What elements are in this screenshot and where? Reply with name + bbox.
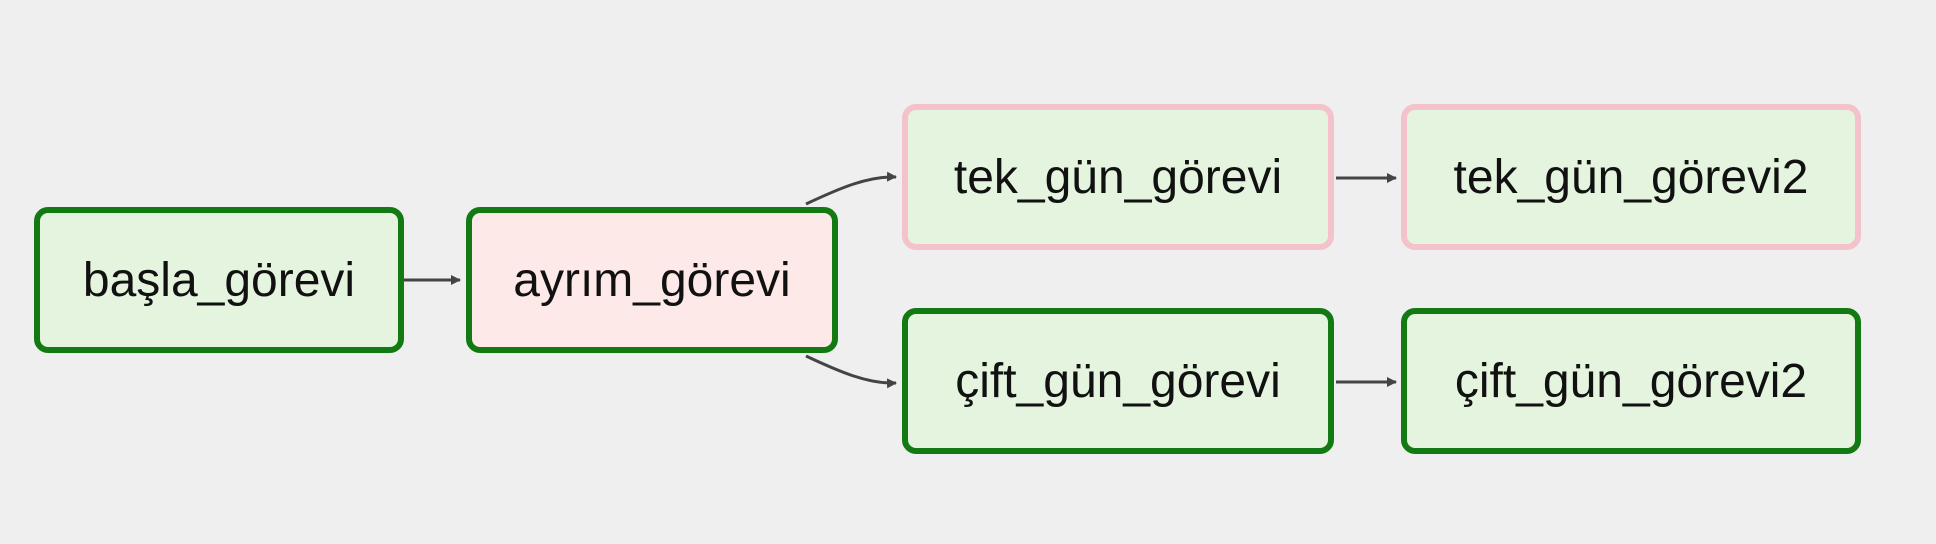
edge-ayrim-to-tek — [805, 171, 897, 206]
task-label: tek_gün_görevi2 — [1453, 150, 1809, 204]
task-node-tek-gun-gorevi[interactable]: tek_gün_görevi — [902, 104, 1334, 250]
task-node-tek-gun-gorevi2[interactable]: tek_gün_görevi2 — [1401, 104, 1861, 250]
task-node-cift-gun-gorevi2[interactable]: çift_gün_görevi2 — [1401, 308, 1861, 454]
task-label: ayrım_görevi — [513, 253, 791, 307]
task-node-basla-gorevi[interactable]: başla_görevi — [34, 207, 404, 353]
task-node-cift-gun-gorevi[interactable]: çift_gün_görevi — [902, 308, 1334, 454]
task-label: çift_gün_görevi — [955, 354, 1281, 408]
task-label: tek_gün_görevi — [953, 150, 1283, 204]
task-label: çift_gün_görevi2 — [1454, 354, 1808, 408]
task-node-ayrim-gorevi[interactable]: ayrım_görevi — [466, 207, 838, 353]
task-label: başla_görevi — [82, 253, 356, 307]
edge-ayrim-to-cift — [805, 354, 897, 389]
